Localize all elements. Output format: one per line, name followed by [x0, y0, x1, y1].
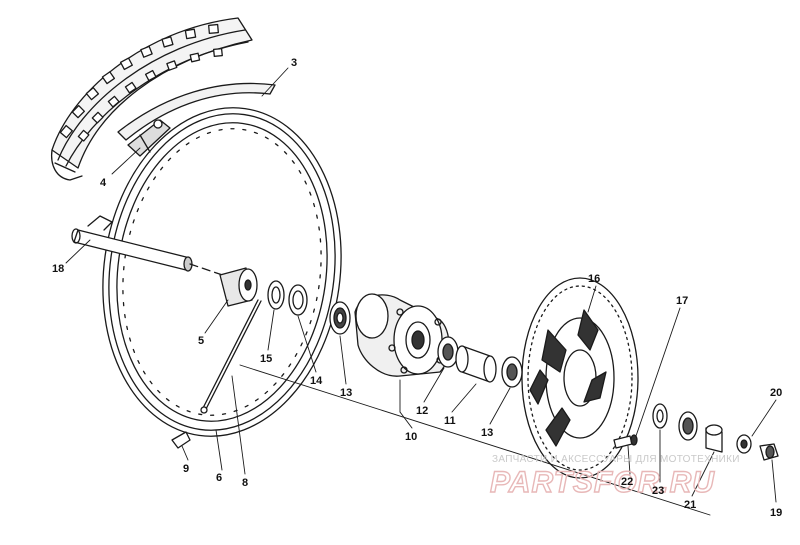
axle-spacer	[219, 267, 258, 307]
callout-16: 16	[588, 273, 600, 285]
callout-13-left: 13	[340, 387, 352, 399]
outer-spacer	[705, 424, 723, 453]
callout-13-right: 13	[481, 427, 493, 439]
tyre-illustration	[50, 17, 253, 181]
hub-bearing-inner	[437, 336, 459, 368]
callout-labels: 3 4 18 5 15 14 13 12 11 13 10 8 9 6 16 1…	[52, 57, 782, 519]
watermark-logo: PARTSFOR.RU	[490, 466, 715, 499]
front-axle	[71, 215, 247, 284]
callout-21: 21	[684, 499, 696, 511]
callout-8: 8	[242, 477, 248, 489]
callout-12: 12	[416, 405, 428, 417]
callout-11: 11	[444, 415, 456, 427]
callout-14: 14	[310, 375, 323, 387]
valve-stem	[127, 119, 171, 157]
callout-20: 20	[770, 387, 782, 399]
spoke-nipple	[171, 431, 191, 449]
hub-spacer-tube	[455, 345, 497, 383]
watermark-tagline: ЗАПЧАСТИ И АКСЕССУАРЫ ДЛЯ МОТОТЕХНИКИ	[492, 454, 740, 465]
callout-23: 23	[652, 485, 664, 497]
hub-bearing-left	[329, 301, 351, 335]
spoke	[200, 299, 262, 414]
callout-17: 17	[676, 295, 688, 307]
watermark: ЗАПЧАСТИ И АКСЕССУАРЫ ДЛЯ МОТОТЕХНИКИ PA…	[489, 454, 740, 500]
callout-6: 6	[216, 472, 222, 484]
dust-seal	[267, 280, 285, 310]
callout-5: 5	[198, 335, 204, 347]
callout-3: 3	[291, 57, 297, 69]
axle-washer	[736, 434, 752, 454]
wheel-rim	[102, 107, 342, 437]
callout-15: 15	[260, 353, 272, 365]
brake-disc	[521, 277, 639, 479]
hub-bearing-right	[501, 356, 523, 388]
callout-10: 10	[405, 431, 417, 443]
hub-seal-right	[652, 403, 668, 429]
callout-9: 9	[183, 463, 189, 475]
callout-4: 4	[100, 177, 107, 189]
outer-bearing	[678, 411, 698, 441]
callout-22: 22	[621, 476, 633, 488]
axle-nut	[759, 443, 779, 461]
disc-bolt	[613, 434, 638, 449]
callout-18: 18	[52, 263, 64, 275]
wheel-hub	[354, 293, 450, 377]
rim-tape	[117, 82, 276, 141]
seal-ring	[288, 284, 308, 316]
callout-19: 19	[770, 507, 782, 519]
